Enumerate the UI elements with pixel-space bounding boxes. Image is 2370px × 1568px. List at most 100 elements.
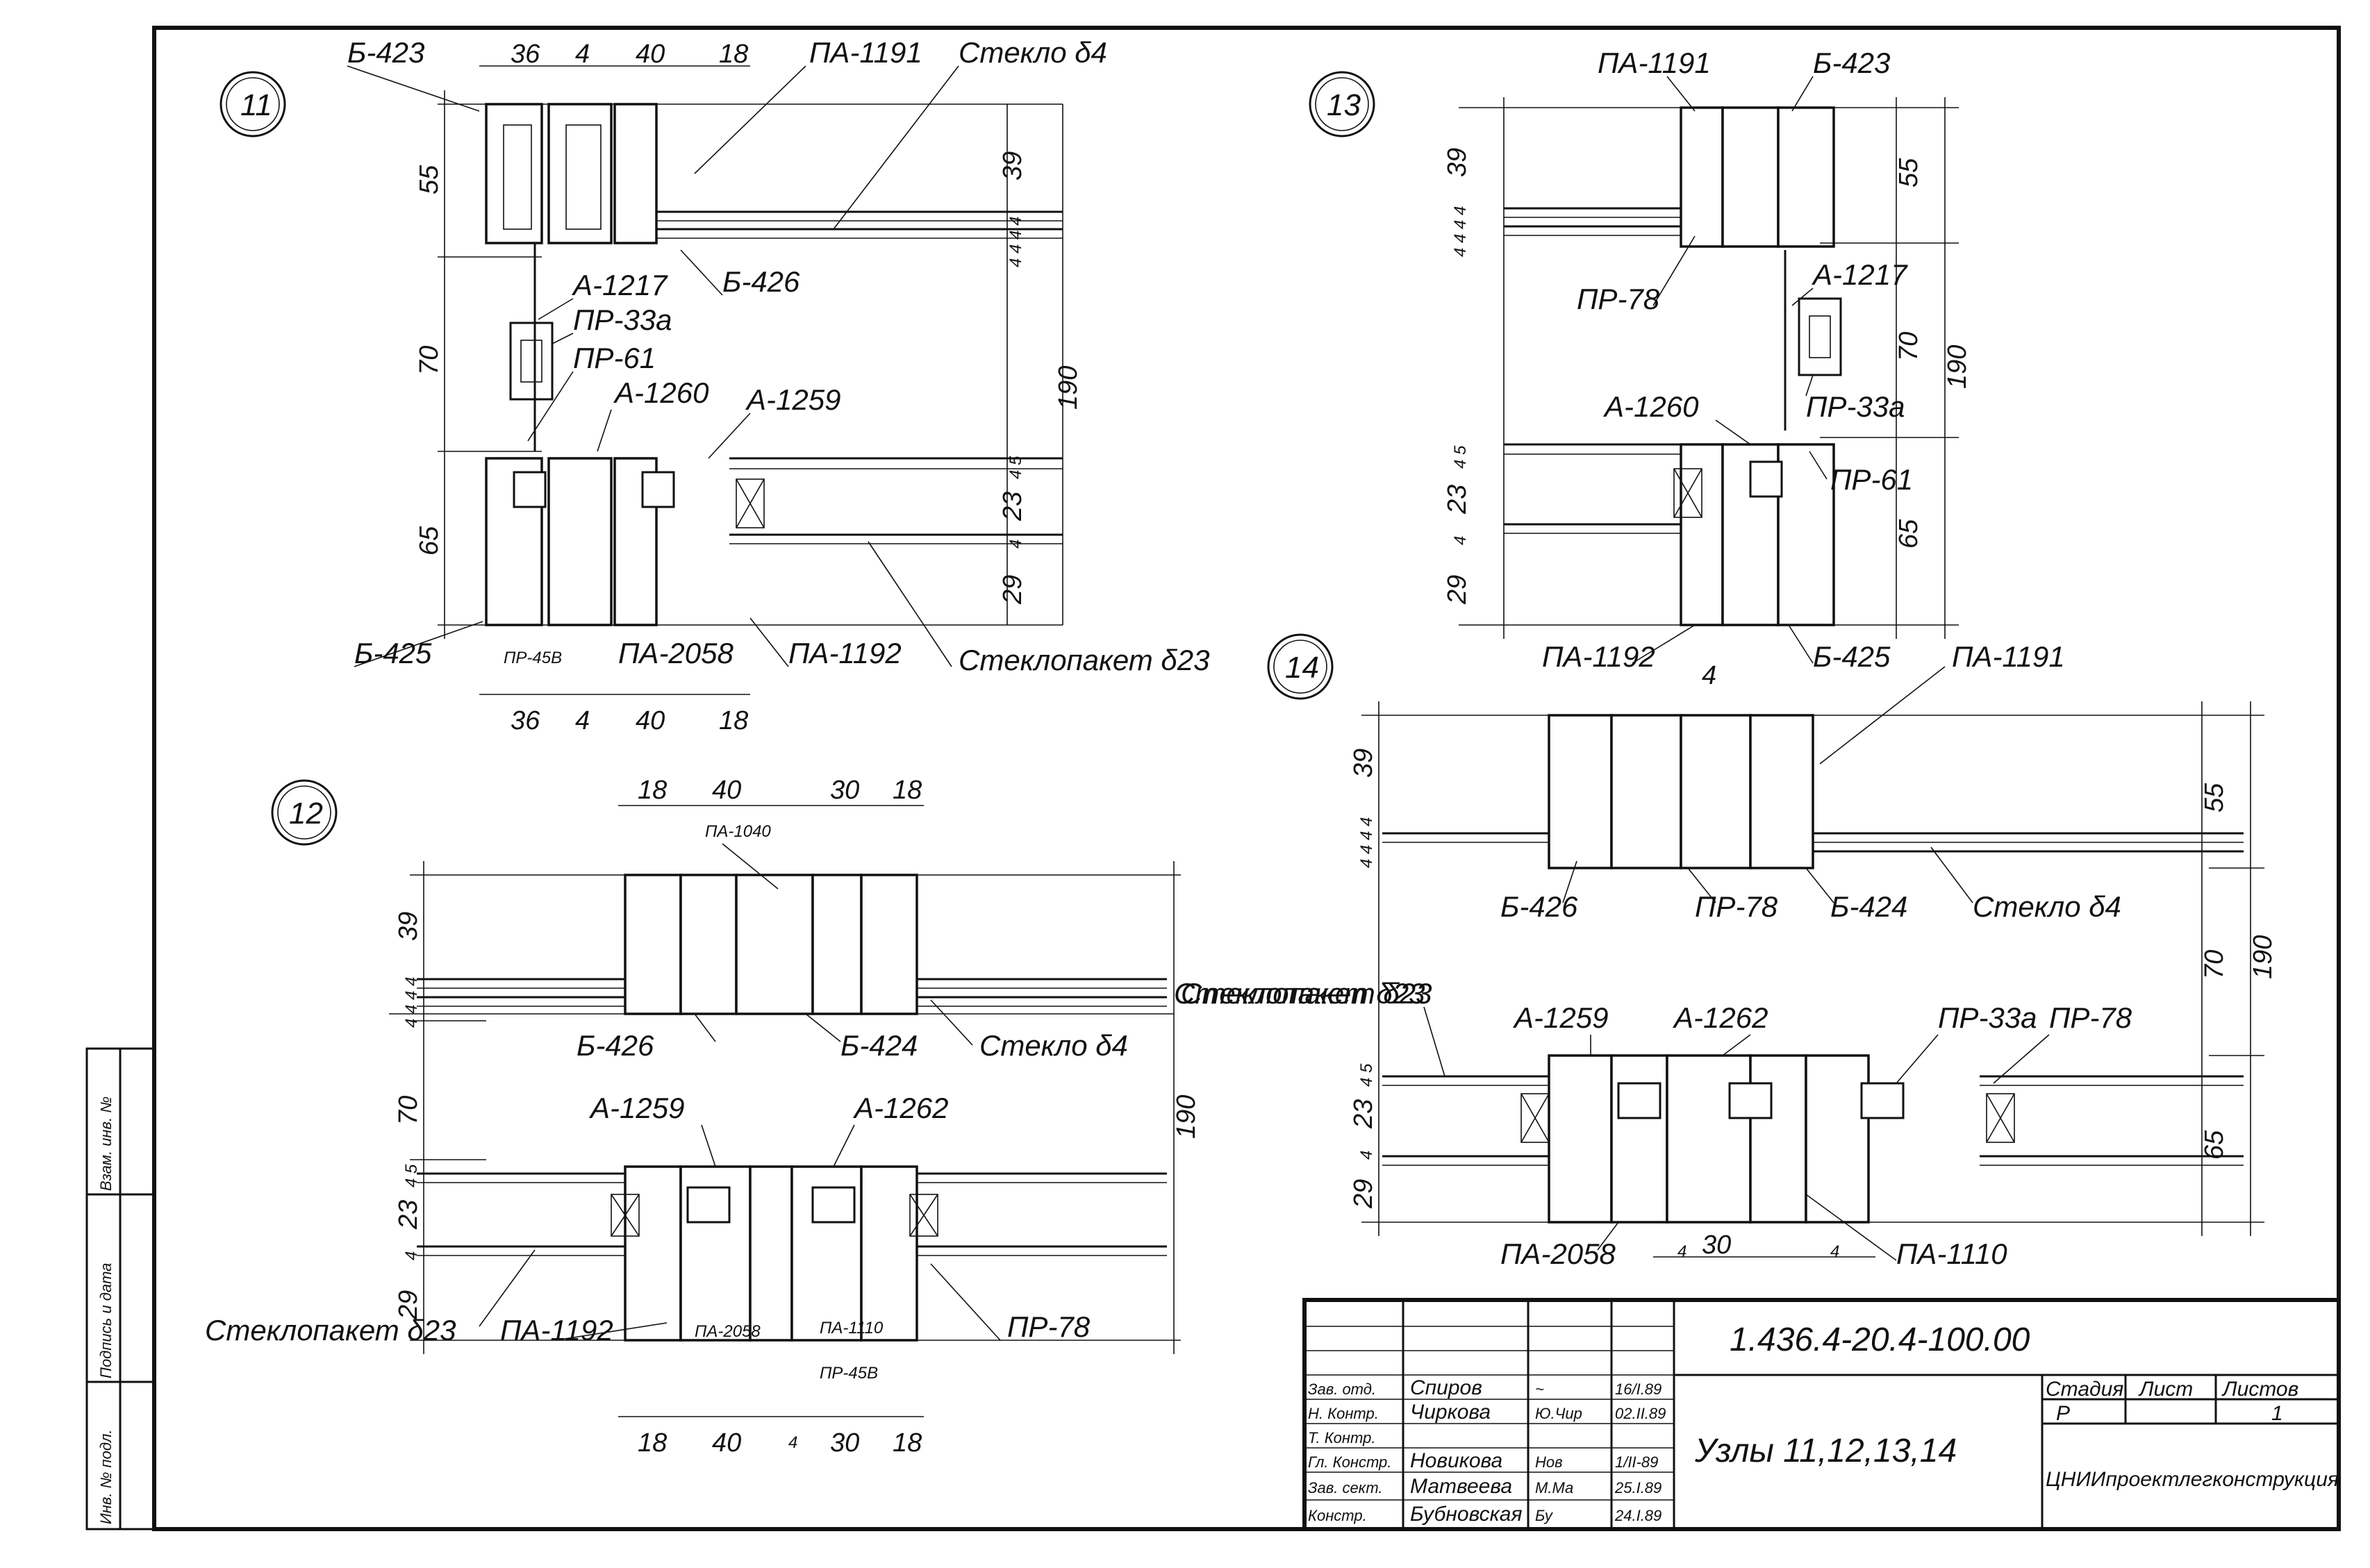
svg-text:18: 18 <box>638 776 667 805</box>
svg-text:ПР-33а: ПР-33а <box>1806 390 1905 423</box>
node-14: 14 <box>1181 633 2278 1270</box>
title-rows: Зав. отд. Спиров ~ 16/I.89 Н. Контр. Чир… <box>1308 1376 1666 1526</box>
svg-text:Стекло δ4: Стекло δ4 <box>979 1029 1128 1062</box>
svg-text:А-1217: А-1217 <box>1811 258 1908 291</box>
svg-text:4: 4 <box>402 1019 421 1028</box>
svg-text:5: 5 <box>1006 456 1025 465</box>
node-11-circle <box>219 71 286 137</box>
svg-text:55: 55 <box>415 165 444 194</box>
svg-text:Гл. Констр.: Гл. Констр. <box>1308 1453 1391 1471</box>
svg-text:А-1259: А-1259 <box>1512 1001 1608 1034</box>
node-12-circle <box>271 779 338 846</box>
svg-text:Зав. отд.: Зав. отд. <box>1308 1381 1376 1398</box>
svg-text:Новикова: Новикова <box>1410 1449 1502 1472</box>
svg-text:Чиркова: Чиркова <box>1410 1401 1491 1424</box>
svg-text:18: 18 <box>893 1428 922 1458</box>
drawing-title: Узлы 11,12,13,14 <box>1694 1433 1957 1469</box>
svg-text:5: 5 <box>1451 445 1470 455</box>
svg-text:Стекло δ4: Стекло δ4 <box>1973 890 2121 923</box>
svg-text:4: 4 <box>1451 220 1470 229</box>
svg-text:ПА-1110: ПА-1110 <box>1896 1237 2007 1270</box>
svg-text:40: 40 <box>712 1428 741 1458</box>
svg-text:Стеклопакет δ23: Стеклопакет δ23 <box>959 644 1209 676</box>
svg-text:4: 4 <box>1357 1078 1376 1087</box>
svg-text:А-1260: А-1260 <box>613 376 709 409</box>
svg-text:30: 30 <box>830 1428 859 1458</box>
svg-text:4: 4 <box>1006 231 1025 240</box>
svg-text:190: 190 <box>1943 345 1972 389</box>
node-11: 11 <box>219 36 1209 735</box>
svg-text:4: 4 <box>1357 859 1376 868</box>
svg-text:29: 29 <box>394 1290 423 1320</box>
svg-text:Лист: Лист <box>2138 1378 2193 1401</box>
svg-text:02.II.89: 02.II.89 <box>1615 1405 1666 1422</box>
svg-text:190: 190 <box>2248 935 2278 979</box>
svg-text:39: 39 <box>1443 148 1472 177</box>
svg-text:190: 190 <box>1054 366 1083 410</box>
svg-text:ПА-1192: ПА-1192 <box>1542 640 1655 673</box>
gasket-pr33a <box>509 322 554 401</box>
svg-text:190: 190 <box>1172 1095 1201 1139</box>
svg-text:А-1259: А-1259 <box>588 1092 684 1124</box>
svg-text:4: 4 <box>1702 661 1716 690</box>
svg-text:4: 4 <box>1006 217 1025 226</box>
svg-text:Бубновская: Бубновская <box>1410 1503 1522 1526</box>
svg-text:4: 4 <box>402 1251 421 1260</box>
svg-text:4: 4 <box>1451 206 1470 215</box>
svg-text:Б-425: Б-425 <box>1813 640 1891 673</box>
svg-text:ПР-45В: ПР-45В <box>820 1364 878 1383</box>
svg-text:70: 70 <box>415 346 444 375</box>
svg-text:65: 65 <box>1894 519 1923 549</box>
svg-text:Б-425: Б-425 <box>354 637 432 669</box>
svg-text:4: 4 <box>1451 248 1470 257</box>
svg-text:12: 12 <box>289 796 323 831</box>
title-block: 1.436.4-20.4-100.00 Узлы 11,12,13,14 Ста… <box>1302 1298 2341 1531</box>
svg-text:40: 40 <box>712 776 741 805</box>
svg-text:ПР-78: ПР-78 <box>1007 1310 1091 1343</box>
svg-text:Зав. сект.: Зав. сект. <box>1308 1479 1383 1496</box>
svg-text:4: 4 <box>1357 845 1376 854</box>
svg-text:ПР-61: ПР-61 <box>573 342 656 374</box>
svg-text:29: 29 <box>1349 1179 1378 1209</box>
svg-text:ПР-33а: ПР-33а <box>1938 1001 2037 1034</box>
svg-text:Б-426: Б-426 <box>577 1029 654 1062</box>
svg-text:39: 39 <box>394 912 423 941</box>
svg-text:Б-424: Б-424 <box>1830 890 1907 923</box>
svg-text:55: 55 <box>2200 783 2229 812</box>
drawing-code: 1.436.4-20.4-100.00 <box>1730 1321 2030 1358</box>
svg-text:Б-423: Б-423 <box>1813 47 1890 79</box>
svg-text:ПА-1191: ПА-1191 <box>809 36 922 69</box>
svg-text:Спиров: Спиров <box>1410 1376 1482 1399</box>
svg-text:ПР-78: ПР-78 <box>1577 283 1660 315</box>
svg-text:ПА-1040: ПА-1040 <box>705 822 771 841</box>
svg-text:~: ~ <box>1535 1381 1544 1398</box>
svg-text:5: 5 <box>402 1164 421 1174</box>
svg-text:А-1259: А-1259 <box>745 383 840 416</box>
node-13: 13 39 4 4 4 4 5 4 23 <box>1309 47 1972 673</box>
svg-text:18: 18 <box>719 706 748 735</box>
stamp-inv-label: Инв. № подл. <box>97 1429 115 1524</box>
svg-text:4: 4 <box>1006 470 1025 479</box>
svg-text:70: 70 <box>1894 332 1923 361</box>
svg-text:4: 4 <box>402 991 421 1000</box>
svg-text:ПА-1191: ПА-1191 <box>1952 640 2065 673</box>
svg-text:40: 40 <box>636 706 665 735</box>
node-14-circle <box>1267 633 1334 700</box>
svg-text:Стеклопакет δ23: Стеклопакет δ23 <box>1174 977 1425 1010</box>
svg-text:16/I.89: 16/I.89 <box>1615 1381 1662 1398</box>
svg-text:Б-426: Б-426 <box>722 265 800 298</box>
svg-text:40: 40 <box>636 40 665 69</box>
svg-text:Н. Контр.: Н. Контр. <box>1308 1405 1379 1422</box>
svg-text:ПА-2058: ПА-2058 <box>1500 1237 1616 1270</box>
svg-text:18: 18 <box>638 1428 667 1458</box>
profile-b423 <box>485 103 543 244</box>
node-12: 12 <box>205 776 1425 1458</box>
node-11-number: 11 <box>240 88 272 122</box>
svg-text:ПА-2058: ПА-2058 <box>618 637 734 669</box>
svg-text:4: 4 <box>402 1178 421 1187</box>
svg-text:36: 36 <box>511 40 540 69</box>
svg-text:5: 5 <box>1357 1063 1376 1073</box>
svg-text:Т. Контр.: Т. Контр. <box>1308 1429 1375 1446</box>
svg-text:23: 23 <box>1349 1099 1378 1129</box>
